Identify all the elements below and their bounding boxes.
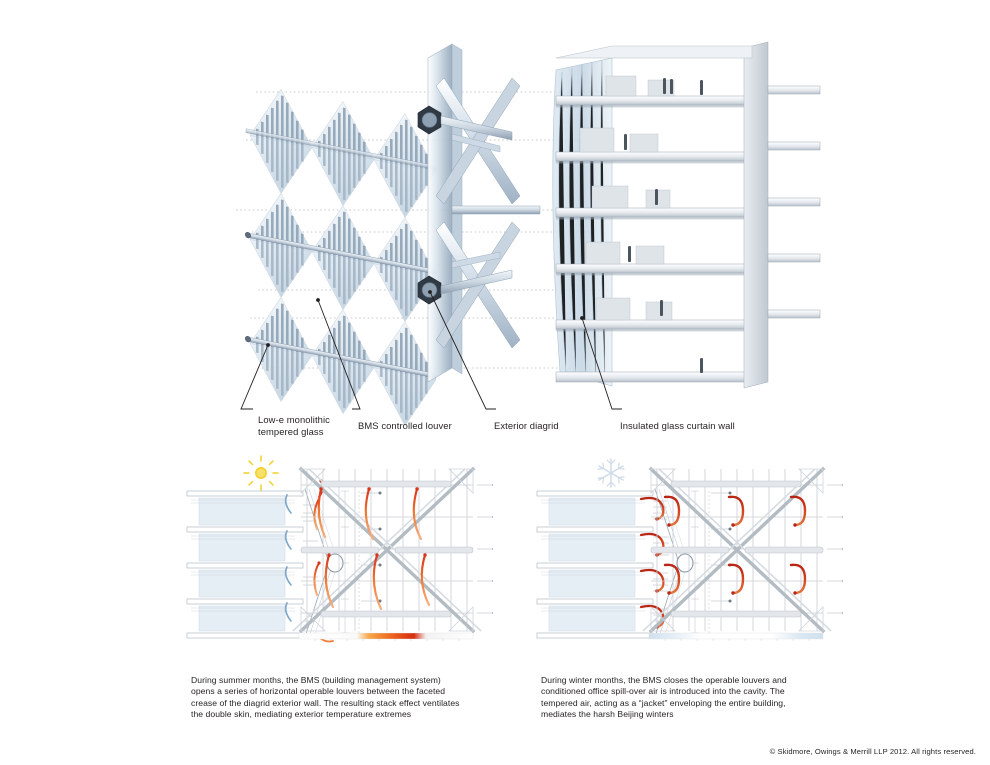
copyright-notice: © Skidmore, Owings & Merrill LLP 2012. A… xyxy=(769,747,976,756)
snowflake-icon xyxy=(597,458,625,488)
callout-leader-lines xyxy=(240,291,622,410)
diagrid-layer xyxy=(417,43,541,383)
sun-icon xyxy=(243,455,279,491)
summer-performance-diagram xyxy=(183,455,493,655)
office-interior xyxy=(579,75,675,321)
exploded-axonometric-diagram xyxy=(236,41,821,433)
diagrid-node xyxy=(417,105,442,305)
outrigger-beams xyxy=(440,115,541,295)
louver-rails xyxy=(244,128,437,379)
summer-elevation-view xyxy=(292,466,493,634)
callout-label-low-e-glass: Low-e monolithic tempered glass xyxy=(258,414,330,438)
occupant-figures xyxy=(624,78,703,373)
summer-stack-plumes xyxy=(317,487,431,611)
callout-label-exterior-diagrid: Exterior diagrid xyxy=(494,420,559,431)
building-section-layer xyxy=(552,41,821,389)
winter-legend-scale xyxy=(648,632,824,641)
winter-elevation-view xyxy=(642,466,843,634)
leader-dots xyxy=(266,290,584,347)
summer-caption: During summer months, the BMS (building … xyxy=(191,675,460,719)
summer-legend-scale xyxy=(298,632,474,641)
louver-screen-layer xyxy=(244,82,437,433)
winter-recirculation-hooks xyxy=(663,495,807,595)
callout-label-bms-louver: BMS controlled louver xyxy=(358,420,452,431)
callout-label-curtain-wall: Insulated glass curtain wall xyxy=(620,420,735,431)
winter-caption: During winter months, the BMS closes the… xyxy=(541,675,787,719)
winter-performance-diagram xyxy=(533,455,843,655)
